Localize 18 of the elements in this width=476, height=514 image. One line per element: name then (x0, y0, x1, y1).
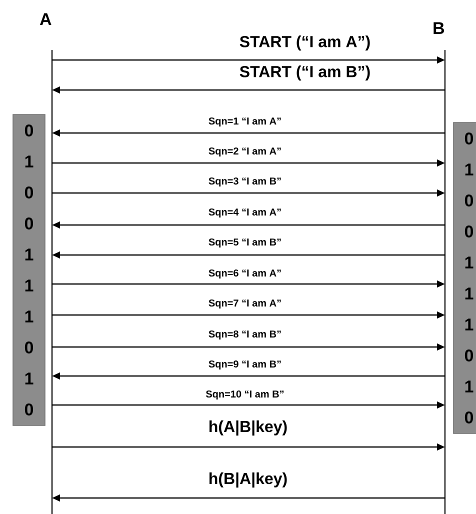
participant-label: A (40, 13, 52, 25)
participant-label: B (434, 22, 444, 34)
edge-label: Sqn=6 “I am A” (208, 268, 282, 280)
edge-label: h(A|B|key) (208, 420, 288, 436)
edge-label: Sqn=5 “I am B” (208, 238, 282, 248)
edge-label: Sqn=3 “I am B” (208, 176, 282, 188)
bit-column: 0 1 0 0 1 1 1 0 1 0 (12, 114, 46, 426)
edge-label: START (“I am B”) (238, 65, 372, 81)
edge-label: h(B|A|key) (208, 472, 288, 488)
edge-label: Sqn=2 “I am A” (208, 146, 282, 158)
edge-label: START (“I am A”) (238, 35, 372, 51)
edge-label: Sqn=1 “I am A” (208, 116, 282, 128)
edge-label: Sqn=8 “I am B” (208, 330, 282, 340)
edge-label: Sqn=10 “I am B” (205, 390, 285, 400)
edge-label: Sqn=9 “I am B” (208, 360, 282, 370)
bit-column: 0 1 0 0 1 1 1 0 1 0 (453, 122, 476, 434)
edge-label: Sqn=4 “I am A” (208, 208, 282, 218)
edge-label: Sqn=7 “I am A” (208, 298, 282, 310)
